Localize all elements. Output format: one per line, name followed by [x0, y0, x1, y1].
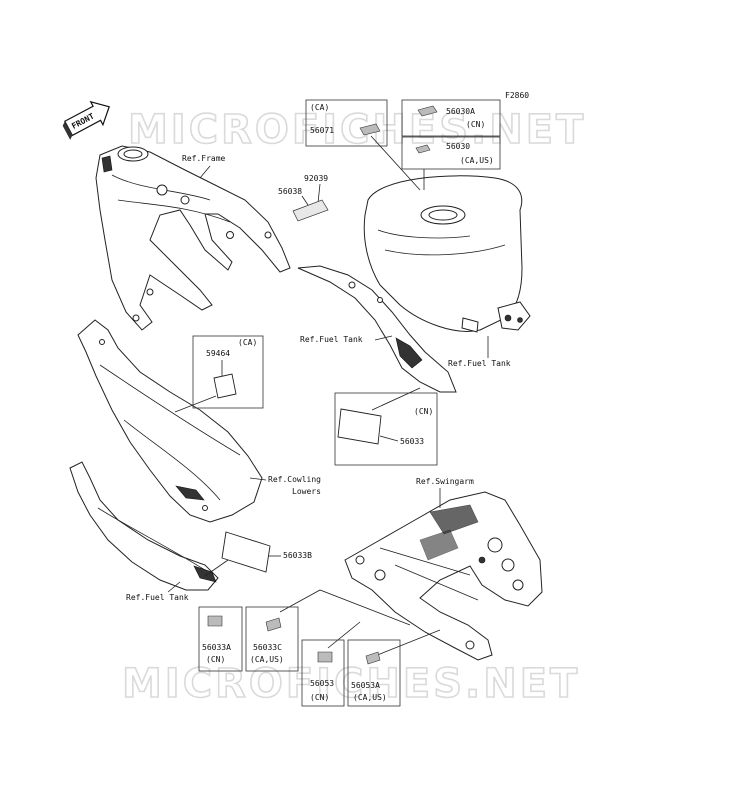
frame-drawing — [95, 145, 291, 331]
box-56053A — [347, 639, 401, 707]
part-56071-region: (CA) — [310, 103, 329, 112]
label-ref-frame: Ref.Frame — [182, 154, 226, 163]
box-56030A — [401, 99, 501, 137]
part-56053-region: (CN) — [310, 693, 329, 702]
part-59464: 59464 — [206, 349, 230, 358]
label-ref-fuel-tank-right: Ref.Fuel Tank — [448, 359, 511, 368]
part-56038: 56038 — [278, 187, 302, 196]
label-sticker-59464 — [213, 373, 237, 399]
part-56033B: 56033B — [283, 551, 312, 560]
part-92039: 92039 — [304, 174, 328, 183]
box-59464 — [192, 335, 264, 409]
swingarm-drawing — [344, 491, 543, 661]
part-56053A: 56053A — [351, 681, 380, 690]
part-56033A-region: (CN) — [206, 655, 225, 664]
label-sticker-56033B — [221, 531, 271, 573]
label-ref-fuel-tank-left: Ref.Fuel Tank — [126, 593, 189, 602]
label-sticker-56033 — [337, 408, 382, 445]
label-ref-fuel-tank-center: Ref.Fuel Tank — [300, 335, 363, 344]
part-56030-region: (CA,US) — [460, 156, 494, 165]
cowling-drawing — [77, 319, 263, 523]
label-ref-cowling: Ref.Cowling — [268, 475, 321, 484]
part-56053A-region: (CA,US) — [353, 693, 387, 702]
box-56033C — [245, 606, 299, 672]
part-56033-region: (CN) — [414, 407, 433, 416]
part-56053: 56053 — [310, 679, 334, 688]
part-56033: 56033 — [400, 437, 424, 446]
box-56033A — [198, 606, 243, 672]
part-56033A: 56033A — [202, 643, 231, 652]
label-ref-swingarm: Ref.Swingarm — [416, 477, 474, 486]
diagram-code: F2860 — [505, 91, 529, 100]
part-56071: 56071 — [310, 126, 334, 135]
part-56030A-region: (CN) — [466, 120, 485, 129]
box-56033 — [334, 392, 438, 466]
part-56033C-region: (CA,US) — [250, 655, 284, 664]
box-56071 — [305, 99, 388, 147]
fuel-tank-drawing — [363, 175, 531, 333]
front-arrow-icon: FRONT — [62, 100, 110, 140]
box-56030 — [401, 136, 501, 170]
part-59464-region: (CA) — [238, 338, 257, 347]
box-56053 — [301, 639, 345, 707]
side-panel-drawing — [297, 265, 457, 393]
lower-cowl-drawing — [69, 461, 219, 591]
part-56030A: 56030A — [446, 107, 475, 116]
label-sticker-56038 — [292, 199, 329, 222]
part-56033C: 56033C — [253, 643, 282, 652]
watermark-bottom: MICROFICHES.NET — [122, 661, 580, 707]
label-ref-cowling-lowers: Lowers — [292, 487, 321, 496]
part-56030: 56030 — [446, 142, 470, 151]
